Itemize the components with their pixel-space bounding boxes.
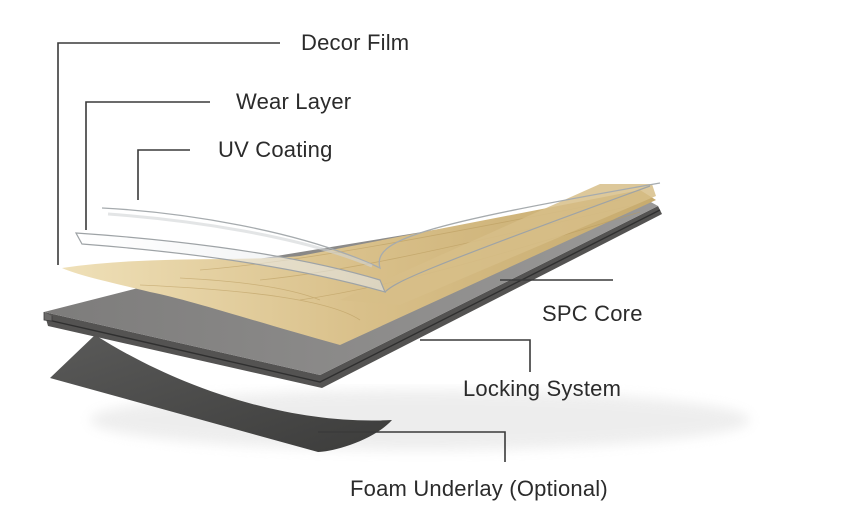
locking-system-leader: [420, 339, 531, 372]
uv-coating-film: [101, 182, 661, 270]
decor-surface: [340, 184, 656, 305]
uv-coating-film-inner: [107, 212, 373, 268]
locking-system-label: Locking System: [463, 376, 622, 401]
locking-groove: [47, 209, 661, 383]
foam-underlay-layer: [50, 335, 392, 452]
uv-coating-leader: [137, 149, 190, 200]
wear-layer-label: Wear Layer: [236, 89, 352, 114]
wear-layer-leader: [85, 101, 210, 230]
foam-underlay-label: Foam Underlay (Optional): [350, 476, 608, 501]
uv-coating-label: UV Coating: [218, 137, 333, 162]
decor-film-leader: [57, 42, 280, 265]
decor-film-label: Decor Film: [301, 30, 410, 55]
spc-core-label: SPC Core: [542, 301, 643, 326]
foam-underlay-leader: [318, 431, 506, 462]
locking-tongue: [43, 312, 53, 322]
wear-layer-edge: [384, 185, 651, 293]
